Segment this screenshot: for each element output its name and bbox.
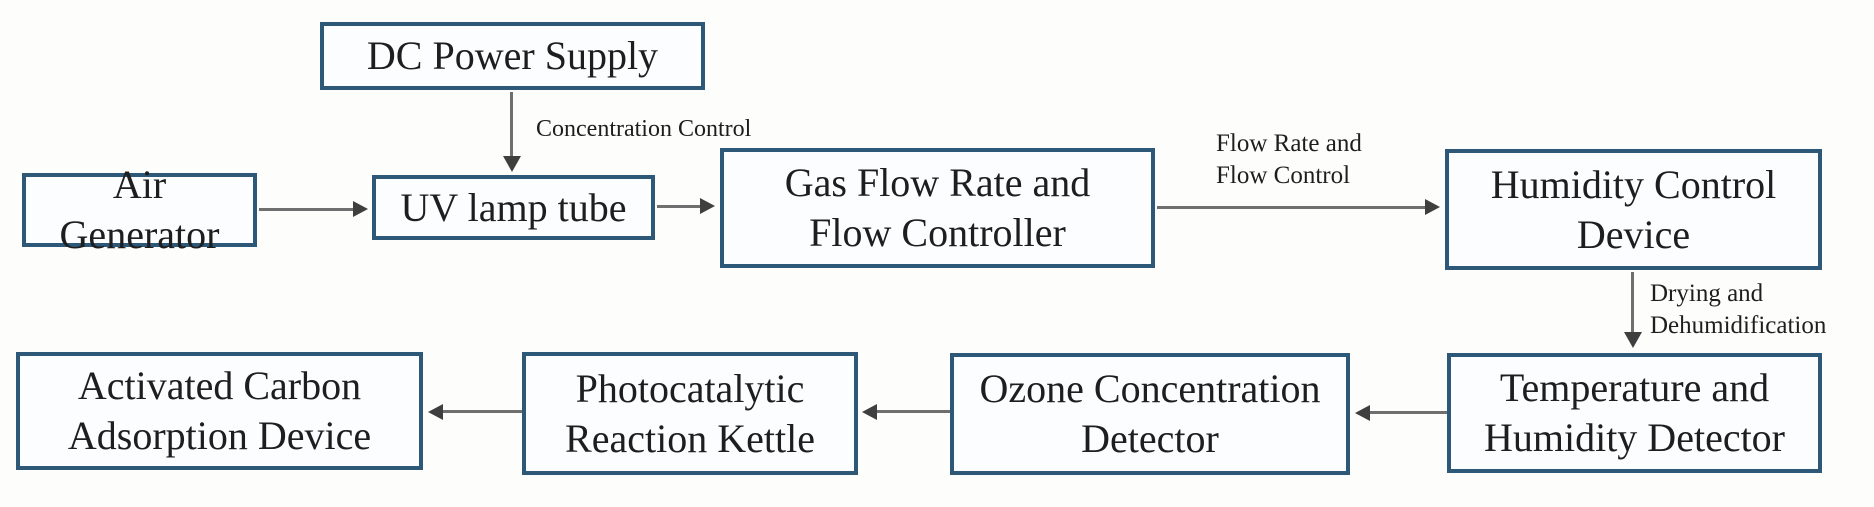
arrow-line bbox=[657, 205, 702, 208]
node-label: Air Generator bbox=[59, 162, 220, 257]
node-label: Photocatalytic Reaction Kettle bbox=[565, 365, 815, 461]
arrow-line bbox=[1370, 411, 1447, 414]
node-label: Gas Flow Rate and Flow Controller bbox=[784, 160, 1091, 255]
arrowhead-left-icon bbox=[428, 404, 443, 420]
arrow-line bbox=[510, 92, 513, 158]
arrow-line bbox=[259, 208, 355, 211]
arrow-line bbox=[443, 410, 522, 413]
arrowhead-down-icon bbox=[503, 156, 521, 172]
arrowhead-right-icon bbox=[700, 198, 715, 214]
arrowhead-left-icon bbox=[862, 404, 877, 420]
node-activated-carbon-adsorption-device: Activated Carbon Adsorption Device bbox=[16, 352, 423, 470]
node-label: DC Power Supply bbox=[366, 33, 659, 78]
node-dc-power-supply: DC Power Supply bbox=[320, 22, 705, 90]
arrow-line bbox=[1157, 206, 1427, 209]
arrowhead-right-icon bbox=[353, 201, 368, 217]
arrowhead-left-icon bbox=[1355, 405, 1370, 421]
edge-label-drying-dehumidification: Drying and Dehumidification bbox=[1650, 280, 1827, 339]
edge-label-flow-rate-control: Flow Rate and Flow Control bbox=[1216, 130, 1362, 189]
arrow-line bbox=[1631, 272, 1634, 334]
node-air-generator: Air Generator bbox=[22, 162, 257, 257]
arrowhead-down-icon bbox=[1624, 332, 1642, 348]
node-label: Temperature and Humidity Detector bbox=[1483, 365, 1786, 460]
node-label: Ozone Concentration Detector bbox=[979, 366, 1321, 461]
node-temperature-humidity-detector: Temperature and Humidity Detector bbox=[1447, 353, 1822, 473]
arrow-line bbox=[877, 410, 950, 413]
node-photocatalytic-reaction-kettle: Photocatalytic Reaction Kettle bbox=[522, 352, 858, 475]
node-label: Activated Carbon Adsorption Device bbox=[67, 363, 372, 458]
node-uv-lamp-tube: UV lamp tube bbox=[372, 175, 655, 240]
node-label: Humidity Control Device bbox=[1490, 161, 1777, 257]
arrowhead-right-icon bbox=[1425, 199, 1440, 215]
node-ozone-concentration-detector: Ozone Concentration Detector bbox=[950, 353, 1350, 475]
edge-label-concentration-control: Concentration Control bbox=[536, 116, 752, 142]
node-label: UV lamp tube bbox=[400, 184, 627, 230]
node-humidity-control-device: Humidity Control Device bbox=[1445, 149, 1822, 270]
node-gas-flow-controller: Gas Flow Rate and Flow Controller bbox=[720, 148, 1155, 268]
